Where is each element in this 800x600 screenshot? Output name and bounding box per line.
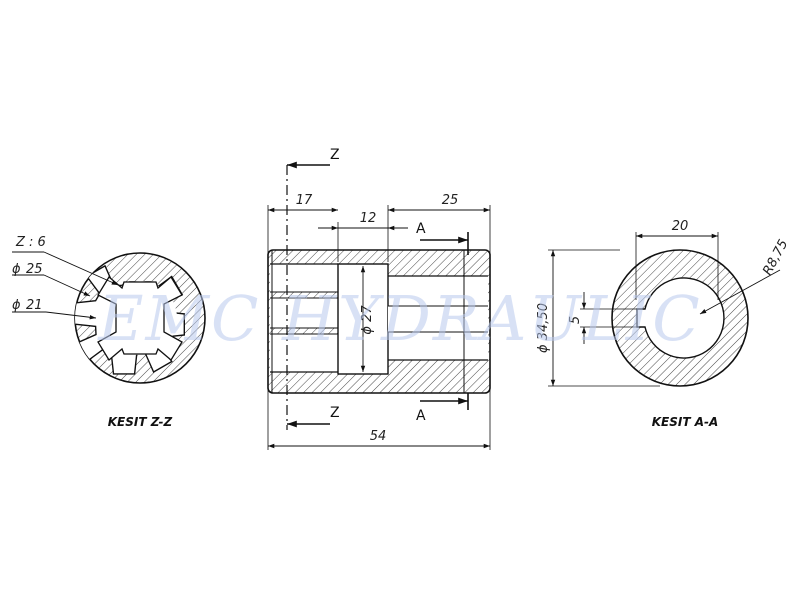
section-zz-caption: KESIT Z-Z <box>108 415 173 429</box>
dim-right-label: 25 <box>442 193 459 208</box>
dim-middle-label: 12 <box>360 211 377 226</box>
cut-label-z-top: Z <box>330 147 340 163</box>
teeth-count-label: Z : 6 <box>15 235 46 250</box>
dim-radius-label: R8,75 <box>760 237 791 278</box>
inner-diameter-symbol: ϕ <box>12 298 21 313</box>
cut-label-a-bottom: A <box>416 408 426 424</box>
dim-total-label: 54 <box>370 429 387 444</box>
watermark: EMC HYDRAULIC <box>97 282 701 355</box>
dim-diameter-label: ϕ 34,50 <box>536 303 551 353</box>
inner-diameter-label: 21 <box>26 298 43 313</box>
cut-label-a-top: A <box>416 221 426 237</box>
dim-key-label: 5 <box>568 316 583 324</box>
section-aa-caption: KESIT A-A <box>652 415 719 429</box>
main-section-view: ϕ 27 Z Z A A 17 12 25 54 <box>267 147 491 450</box>
outer-diameter-symbol: ϕ <box>12 262 21 277</box>
dim-left-label: 17 <box>296 193 313 208</box>
outer-diameter-label: 25 <box>26 262 43 277</box>
keyed-bore <box>636 277 725 359</box>
cut-label-z-bottom: Z <box>330 405 340 421</box>
section-zz-view: Z : 6 ϕ 25 ϕ 21 KESIT Z-Z <box>12 235 206 429</box>
groove-diameter-label: ϕ 27 <box>360 305 375 335</box>
dim-width-label: 20 <box>672 219 689 234</box>
section-aa-view: 20 R8,75 ϕ 34,50 5 KESIT A-A <box>536 219 791 429</box>
